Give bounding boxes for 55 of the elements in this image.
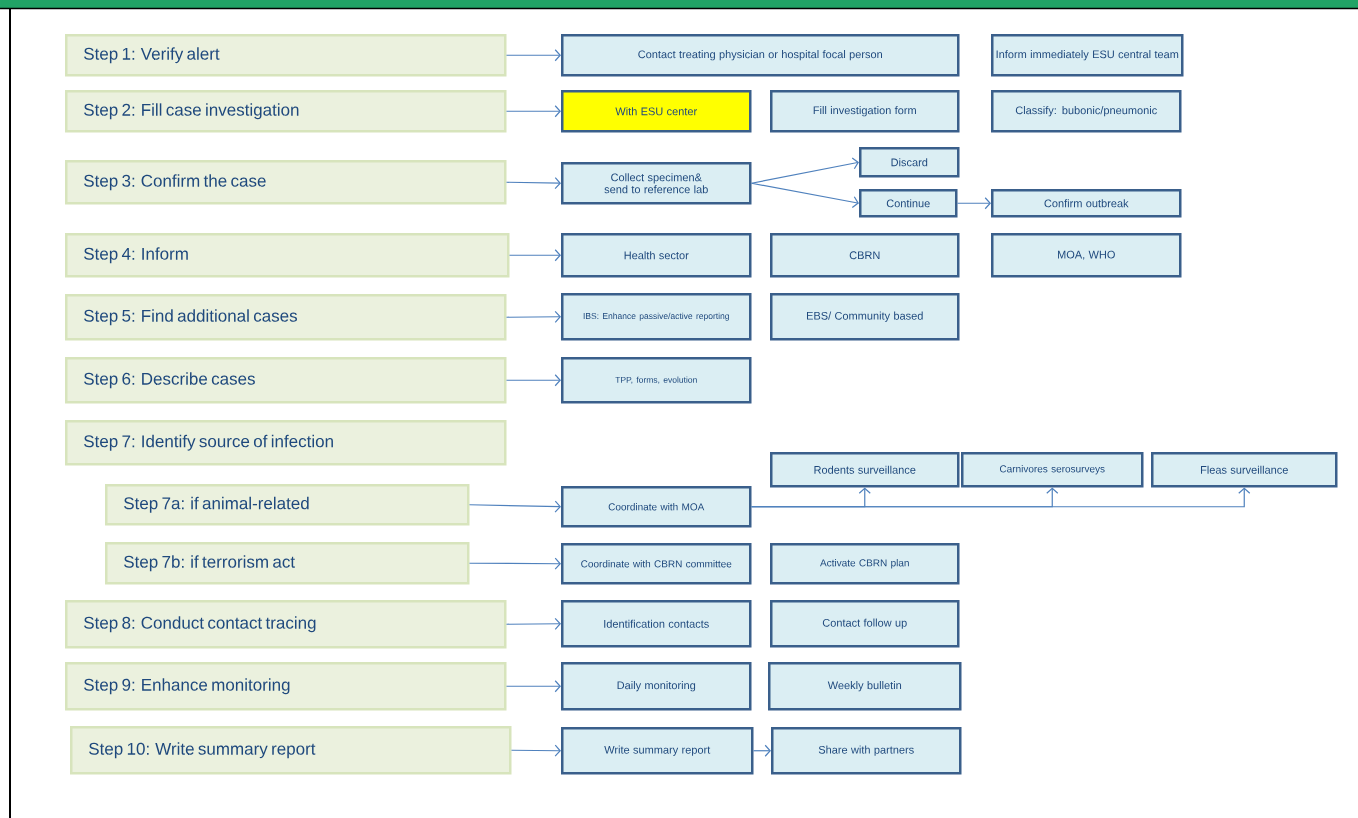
step-box: Step 7b: if terrorism act: [105, 542, 470, 585]
arrow: [505, 105, 561, 118]
step-box: Step 7a: if animal-related: [105, 484, 470, 526]
arrow: [750, 487, 1251, 508]
process-box: Activate CBRN plan: [770, 543, 960, 585]
process-box: Fill investigation form: [770, 90, 960, 133]
arrow: [956, 197, 991, 210]
highlighted-box: With ESU center: [561, 90, 752, 133]
process-box: Classify: bubonic/pneumonic: [991, 90, 1182, 133]
arrow: [505, 310, 561, 323]
arrow: [510, 744, 561, 757]
process-box: Confirm outbreak: [991, 189, 1182, 218]
process-box: Rodents surveillance: [770, 452, 960, 488]
step-box: Step 6: Describe cases: [65, 357, 507, 404]
step-box: Step 1: Verify alert: [65, 34, 507, 77]
arrow: [752, 744, 771, 757]
process-box: Daily monitoring: [561, 662, 752, 711]
arrow: [468, 557, 561, 570]
process-box: TPP, forms, evolution: [561, 357, 752, 404]
step-box: Step 5: Find additional cases: [65, 294, 507, 341]
arrow: [505, 374, 561, 387]
step-box: Step 7: Identify source of infection: [65, 420, 507, 466]
process-box: Identification contacts: [561, 600, 752, 648]
process-box: Contact follow up: [770, 600, 960, 648]
arrow: [750, 157, 859, 184]
process-box: MOA, WHO: [991, 233, 1182, 278]
process-box: Fleas surveillance: [1151, 452, 1338, 488]
process-box: Carnivores serosurveys: [961, 452, 1144, 488]
process-box: Health sector: [561, 233, 752, 278]
process-box: Collect specimen& send to reference lab: [561, 162, 752, 205]
process-box: IBS: Enhance passive/active reporting: [561, 293, 752, 341]
process-box: Coordinate with CBRN committee: [561, 543, 752, 585]
arrow: [468, 500, 561, 513]
process-box: Inform immediately ESU central team: [991, 34, 1184, 77]
step-box: Step 3: Confirm the case: [65, 160, 507, 205]
process-box: Contact treating physician or hospital focal person: [561, 34, 960, 77]
arrow: [750, 182, 859, 209]
arrow: [505, 177, 561, 190]
step-box: Step 9: Enhance monitoring: [65, 662, 507, 711]
arrow: [505, 617, 561, 630]
process-box: CBRN: [770, 233, 960, 278]
step-box: Step 2: Fill case investigation: [65, 90, 507, 133]
process-box: Share with partners: [771, 727, 962, 775]
process-box: EBS/ Community based: [770, 293, 960, 341]
process-box: Discard: [859, 147, 960, 178]
arrow: [508, 249, 561, 262]
process-box: Write summary report: [561, 727, 754, 775]
step-box: Step 10: Write summary report: [70, 726, 512, 775]
step-box: Step 4: Inform: [65, 233, 510, 278]
process-box: Coordinate with MOA: [561, 486, 752, 528]
step-box: Step 8: Conduct contact tracing: [65, 600, 507, 649]
process-box: Weekly bulletin: [768, 662, 962, 711]
arrow: [505, 680, 561, 693]
arrow: [505, 49, 561, 62]
process-box: Continue: [859, 189, 958, 218]
